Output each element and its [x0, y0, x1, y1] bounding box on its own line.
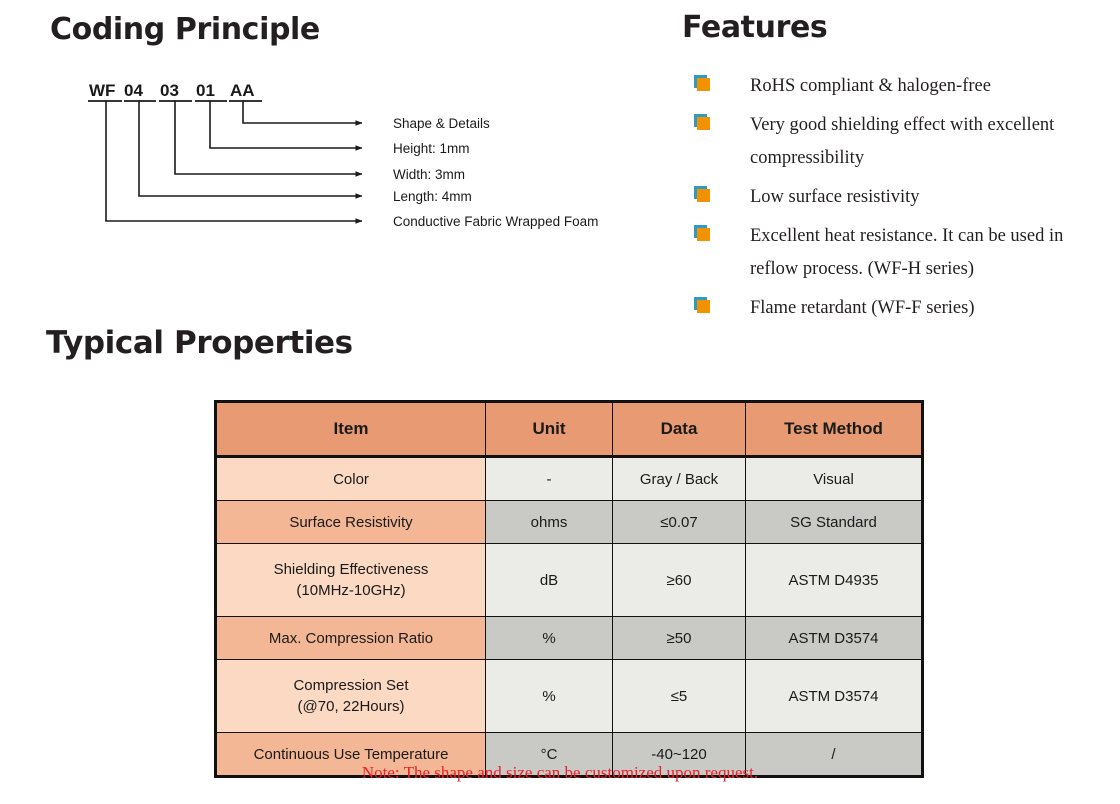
- table-row: Surface Resistivity ohms ≤0.07 SG Standa…: [215, 500, 923, 544]
- cell-unit: °C: [485, 732, 613, 777]
- layered-square-bullet-icon: [694, 114, 711, 131]
- page-title-features: Features: [682, 10, 828, 45]
- cell-data: Gray / Back: [612, 456, 746, 501]
- column-header-data: Data: [612, 401, 746, 458]
- cell-item: Max. Compression Ratio: [215, 616, 486, 660]
- cell-test: ASTM D3574: [745, 616, 923, 660]
- layered-square-bullet-icon: [694, 225, 711, 242]
- table-header-row: Item Unit Data Test Method: [215, 401, 923, 458]
- cell-item: Surface Resistivity: [215, 500, 486, 544]
- feature-item: Very good shielding effect with excellen…: [694, 109, 1094, 175]
- cell-test: ASTM D3574: [745, 659, 923, 733]
- leader-line-length: [138, 101, 363, 199]
- code-token-01: 01: [196, 81, 215, 100]
- table-row: Max. Compression Ratio % ≥50 ASTM D3574: [215, 616, 923, 660]
- cell-item: Color: [215, 456, 486, 501]
- cell-data: ≥50: [612, 616, 746, 660]
- leader-label-conductive-fabric: Conductive Fabric Wrapped Foam: [393, 214, 598, 229]
- leader-line-shape-details: [242, 101, 363, 126]
- cell-unit: %: [485, 659, 613, 733]
- cell-test: /: [745, 732, 923, 777]
- cell-data: -40~120: [612, 732, 746, 777]
- code-token-04: 04: [124, 81, 143, 100]
- layered-square-bullet-icon: [694, 186, 711, 203]
- table-row: Shielding Effectiveness(10MHz-10GHz) dB …: [215, 543, 923, 617]
- leader-label-height: Height: 1mm: [393, 141, 470, 156]
- cell-data: ≤5: [612, 659, 746, 733]
- features-list: RoHS compliant & halogen-free Very good …: [694, 70, 1094, 331]
- feature-item: Low surface resistivity: [694, 181, 1094, 214]
- feature-item: Excellent heat resistance. It can be use…: [694, 220, 1094, 286]
- feature-text: Flame retardant (WF-F series): [750, 298, 975, 318]
- code-token-aa: AA: [230, 81, 255, 100]
- code-token-03: 03: [160, 81, 179, 100]
- coding-principle-diagram: WF 04 03 01 AA Shape & Details Height: 1…: [0, 0, 680, 320]
- table-row: Compression Set(@70, 22Hours) % ≤5 ASTM …: [215, 659, 923, 733]
- layered-square-bullet-icon: [694, 297, 711, 314]
- cell-test: Visual: [745, 456, 923, 501]
- cell-test: ASTM D4935: [745, 543, 923, 617]
- feature-text: Very good shielding effect with excellen…: [750, 115, 1055, 168]
- feature-text: RoHS compliant & halogen-free: [750, 76, 991, 96]
- column-header-unit: Unit: [485, 401, 613, 458]
- leader-line-height: [209, 101, 363, 151]
- feature-text: Excellent heat resistance. It can be use…: [750, 226, 1064, 279]
- layered-square-bullet-icon: [694, 75, 711, 92]
- page-title-coding-principle: Coding Principle: [50, 12, 320, 47]
- feature-item: RoHS compliant & halogen-free: [694, 70, 1094, 103]
- typical-properties-table: Item Unit Data Test Method Color - Gray …: [214, 400, 924, 778]
- feature-item: Flame retardant (WF-F series): [694, 292, 1094, 325]
- column-header-test-method: Test Method: [745, 401, 923, 458]
- cell-item: Compression Set(@70, 22Hours): [215, 659, 486, 733]
- cell-item: Shielding Effectiveness(10MHz-10GHz): [215, 543, 486, 617]
- leader-label-shape-details: Shape & Details: [393, 116, 490, 131]
- column-header-item: Item: [215, 401, 486, 458]
- leader-line-conductive-fabric: [105, 101, 363, 224]
- table-note: Note: The shape and size can be customiz…: [361, 763, 759, 782]
- cell-unit: ohms: [485, 500, 613, 544]
- cell-unit: -: [485, 456, 613, 501]
- cell-data: ≤0.07: [612, 500, 746, 544]
- page-title-typical-properties: Typical Properties: [46, 325, 353, 361]
- leader-line-width: [174, 101, 363, 177]
- cell-unit: %: [485, 616, 613, 660]
- table-row: Color - Gray / Back Visual: [215, 456, 923, 501]
- leader-label-width: Width: 3mm: [393, 167, 465, 182]
- cell-test: SG Standard: [745, 500, 923, 544]
- table-row: Continuous Use Temperature °C -40~120 /: [215, 732, 923, 777]
- feature-text: Low surface resistivity: [750, 187, 920, 207]
- cell-unit: dB: [485, 543, 613, 617]
- leader-label-length: Length: 4mm: [393, 189, 472, 204]
- code-token-wf: WF: [89, 81, 115, 100]
- cell-data: ≥60: [612, 543, 746, 617]
